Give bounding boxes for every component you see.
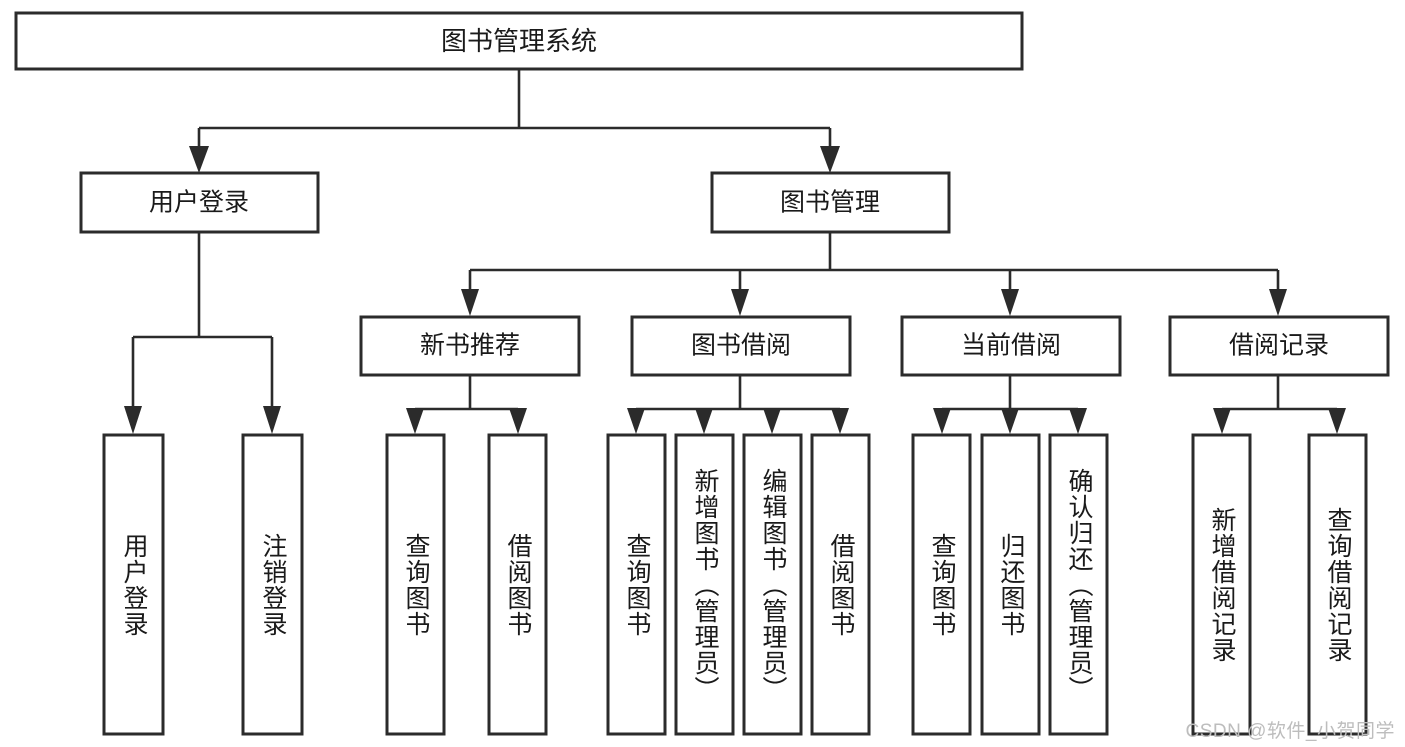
leaf-edit-book-label-wrap: 编辑图书（管理员）	[759, 467, 787, 702]
book-management-label: 图书管理	[780, 189, 880, 217]
node-leaf-add-record[interactable]: 新增借阅记录	[1191, 433, 1252, 736]
current-borrow-label: 当前借阅	[961, 332, 1061, 360]
node-leaf-query-record[interactable]: 查询借阅记录	[1307, 433, 1368, 736]
leaf-confirm-return-label: 确认归还（管理员）	[1065, 467, 1093, 702]
leaf-add-record-box[interactable]	[1191, 433, 1252, 736]
connector-layer	[124, 69, 1346, 434]
node-leaf-user-login[interactable]: 用户登录	[102, 433, 165, 736]
book-borrow-box[interactable]	[630, 315, 852, 377]
node-leaf-logout[interactable]: 注销登录	[241, 433, 304, 736]
leaf-borrow-book-2-label: 借阅图书	[827, 532, 855, 637]
node-new-book-recommend[interactable]: 新书推荐	[359, 315, 581, 377]
arrowhead-leaf-edit-book	[763, 408, 781, 434]
node-leaf-borrow-book-1[interactable]: 借阅图书	[487, 433, 548, 736]
arrowhead-leaf-borrow-book-2	[831, 408, 849, 434]
leaf-query-record-box[interactable]	[1307, 433, 1368, 736]
node-root[interactable]: 图书管理系统	[14, 11, 1024, 71]
arrowhead-leaf-add-book	[695, 408, 713, 434]
node-leaf-borrow-book-2[interactable]: 借阅图书	[810, 433, 871, 736]
node-leaf-query-book-1[interactable]: 查询图书	[385, 433, 446, 736]
arrowhead-borrow-record	[1269, 289, 1287, 316]
leaf-logout-label-wrap: 注销登录	[259, 532, 287, 637]
node-current-borrow[interactable]: 当前借阅	[900, 315, 1122, 377]
arrowhead-leaf-query-record	[1328, 408, 1346, 434]
new-book-recommend-box[interactable]	[359, 315, 581, 377]
leaf-query-book-1-box[interactable]	[385, 433, 446, 736]
leaf-query-book-3-label: 查询图书	[928, 532, 956, 637]
node-leaf-query-book-2[interactable]: 查询图书	[606, 433, 667, 736]
leaf-query-book-2-label-wrap: 查询图书	[623, 532, 651, 637]
leaf-borrow-book-1-box[interactable]	[487, 433, 548, 736]
arrowhead-leaf-add-record	[1213, 408, 1231, 434]
book-borrow-label: 图书借阅	[691, 332, 791, 360]
leaf-user-login-box[interactable]	[102, 433, 165, 736]
root-box[interactable]	[14, 11, 1024, 71]
leaf-borrow-book-1-label: 借阅图书	[504, 532, 532, 637]
node-borrow-record[interactable]: 借阅记录	[1168, 315, 1390, 377]
book-management-box[interactable]	[710, 171, 951, 234]
current-borrow-box[interactable]	[900, 315, 1122, 377]
node-user-login[interactable]: 用户登录	[79, 171, 320, 234]
leaf-query-book-3-box[interactable]	[911, 433, 972, 736]
node-leaf-add-book[interactable]: 新增图书（管理员）	[674, 433, 735, 736]
leaf-borrow-book-2-box[interactable]	[810, 433, 871, 736]
leaf-user-login-label: 用户登录	[120, 532, 148, 637]
borrow-record-box[interactable]	[1168, 315, 1390, 377]
arrowhead-leaf-query-book-1	[406, 408, 424, 434]
node-leaf-confirm-return[interactable]: 确认归还（管理员）	[1048, 433, 1109, 736]
leaf-return-book-label: 归还图书	[997, 532, 1025, 637]
node-leaf-query-book-3[interactable]: 查询图书	[911, 433, 972, 736]
leaf-borrow-book-2-label-wrap: 借阅图书	[827, 532, 855, 637]
arrowhead-leaf-query-book-2	[627, 408, 645, 434]
arrowhead-new-book-recommend	[461, 289, 479, 316]
new-book-recommend-label: 新书推荐	[420, 332, 520, 360]
leaf-query-record-label-wrap: 查询借阅记录	[1324, 506, 1352, 663]
node-book-borrow[interactable]: 图书借阅	[630, 315, 852, 377]
leaf-query-book-3-label-wrap: 查询图书	[928, 532, 956, 637]
arrowhead-leaf-user-login	[124, 406, 142, 434]
arrowhead-user-login	[189, 146, 209, 173]
leaf-query-book-2-box[interactable]	[606, 433, 667, 736]
arrowhead-leaf-borrow-book-1	[509, 408, 527, 434]
borrow-record-label: 借阅记录	[1229, 332, 1329, 360]
user-login-box[interactable]	[79, 171, 320, 234]
leaf-add-record-label-wrap: 新增借阅记录	[1208, 506, 1236, 663]
arrowhead-leaf-logout	[263, 406, 281, 434]
root-label: 图书管理系统	[441, 26, 597, 56]
leaf-edit-book-box[interactable]	[742, 433, 803, 736]
arrowhead-leaf-return-book	[1001, 408, 1019, 434]
leaf-query-record-label: 查询借阅记录	[1324, 506, 1352, 663]
leaf-logout-box[interactable]	[241, 433, 304, 736]
leaf-query-book-2-label: 查询图书	[623, 532, 651, 637]
leaf-user-login-label-wrap: 用户登录	[120, 532, 148, 637]
node-leaf-edit-book[interactable]: 编辑图书（管理员）	[742, 433, 803, 736]
arrowhead-book-borrow	[731, 289, 749, 316]
leaf-return-book-box[interactable]	[980, 433, 1041, 736]
leaf-add-book-label: 新增图书（管理员）	[691, 467, 719, 702]
leaf-return-book-label-wrap: 归还图书	[997, 532, 1025, 637]
leaf-borrow-book-1-label-wrap: 借阅图书	[504, 532, 532, 637]
leaf-add-book-label-wrap: 新增图书（管理员）	[691, 467, 719, 702]
node-leaf-return-book[interactable]: 归还图书	[980, 433, 1041, 736]
leaf-edit-book-label: 编辑图书（管理员）	[759, 467, 787, 702]
arrowhead-leaf-confirm-return	[1069, 408, 1087, 434]
leaf-query-book-1-label: 查询图书	[402, 532, 430, 637]
leaf-query-book-1-label-wrap: 查询图书	[402, 532, 430, 637]
leaf-confirm-return-box[interactable]	[1048, 433, 1109, 736]
node-book-management[interactable]: 图书管理	[710, 171, 951, 234]
arrowhead-leaf-query-book-3	[933, 408, 951, 434]
arrowhead-current-borrow	[1001, 289, 1019, 316]
leaf-add-record-label: 新增借阅记录	[1208, 506, 1236, 663]
leaf-add-book-box[interactable]	[674, 433, 735, 736]
user-login-label: 用户登录	[149, 189, 249, 217]
arrowhead-book-management	[820, 146, 840, 173]
leaf-confirm-return-label-wrap: 确认归还（管理员）	[1065, 467, 1093, 702]
leaf-logout-label: 注销登录	[259, 532, 287, 637]
